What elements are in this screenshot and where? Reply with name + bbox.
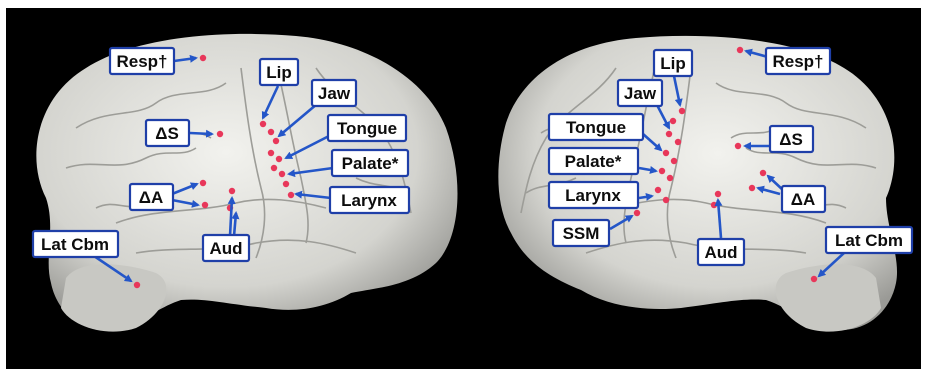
right-dot-lip xyxy=(679,108,685,114)
left-label-resp-text: Resp† xyxy=(116,52,167,71)
left-label-delta-s: ΔS xyxy=(146,120,189,146)
right-dot-resp xyxy=(737,47,743,53)
left-arrow-delta-s xyxy=(190,133,212,134)
right-label-lat-cbm-text: Lat Cbm xyxy=(835,231,903,250)
left-dot-palate-2 xyxy=(279,171,285,177)
figure-frame: Resp† Lip Jaw Tongue Palate* Larynx ΔS xyxy=(6,8,921,369)
left-label-aud-text: Aud xyxy=(209,239,242,258)
right-label-jaw: Jaw xyxy=(618,80,662,106)
right-dot-tongue-2 xyxy=(671,158,677,164)
left-dot-aud xyxy=(229,188,235,194)
right-dot-aud xyxy=(715,191,721,197)
right-label-tongue: Tongue xyxy=(549,114,643,140)
left-label-aud: Aud xyxy=(203,235,249,261)
right-dot-palate xyxy=(659,168,665,174)
right-dot-tongue xyxy=(663,150,669,156)
left-dot-tongue-2 xyxy=(276,156,282,162)
left-label-lat-cbm-text: Lat Cbm xyxy=(41,235,109,254)
right-label-tongue-text: Tongue xyxy=(566,118,626,137)
right-label-delta-s: ΔS xyxy=(770,126,813,152)
left-label-larynx-text: Larynx xyxy=(341,191,397,210)
left-label-lip-text: Lip xyxy=(266,63,292,82)
right-label-palate: Palate* xyxy=(549,148,638,174)
left-cerebellum xyxy=(61,264,166,331)
right-dot-jaw-2 xyxy=(675,139,681,145)
right-dot-palate-2 xyxy=(667,175,673,181)
right-label-ssm: SSM xyxy=(553,220,609,246)
left-dot-delta-a-2 xyxy=(202,202,208,208)
right-label-resp-text: Resp† xyxy=(772,52,823,71)
left-dot-delta-s xyxy=(217,131,223,137)
right-label-palate-text: Palate* xyxy=(565,152,622,171)
brain-figure: Resp† Lip Jaw Tongue Palate* Larynx ΔS xyxy=(6,8,921,369)
left-dot-lat-cbm xyxy=(134,282,140,288)
left-dot-jaw xyxy=(273,138,279,144)
right-dot-lip-2 xyxy=(670,118,676,124)
left-dot-larynx-2 xyxy=(288,192,294,198)
left-label-tongue-text: Tongue xyxy=(337,119,397,138)
left-label-delta-a-text: ΔA xyxy=(139,188,164,207)
right-cerebellum xyxy=(776,264,881,331)
left-dot-palate xyxy=(271,165,277,171)
left-label-resp: Resp† xyxy=(110,48,174,74)
left-dot-lip-2 xyxy=(268,129,274,135)
left-label-jaw-text: Jaw xyxy=(318,84,351,103)
left-label-palate: Palate* xyxy=(332,150,408,176)
left-label-jaw: Jaw xyxy=(312,80,356,106)
right-label-larynx-text: Larynx xyxy=(565,186,621,205)
right-dot-delta-a-2 xyxy=(749,185,755,191)
left-label-palate-text: Palate* xyxy=(342,154,399,173)
left-label-lat-cbm: Lat Cbm xyxy=(33,231,118,257)
right-label-jaw-text: Jaw xyxy=(624,84,657,103)
left-label-delta-a: ΔA xyxy=(130,184,173,210)
right-label-larynx: Larynx xyxy=(549,182,638,208)
right-dot-ssm xyxy=(634,210,640,216)
right-label-delta-a-text: ΔA xyxy=(791,190,816,209)
right-dot-aud-2 xyxy=(711,202,717,208)
right-label-lip: Lip xyxy=(654,50,692,76)
left-dot-resp xyxy=(200,55,206,61)
right-dot-jaw xyxy=(666,131,672,137)
left-hemisphere: Resp† Lip Jaw Tongue Palate* Larynx ΔS xyxy=(33,34,457,332)
right-label-delta-s-text: ΔS xyxy=(779,130,803,149)
right-dot-delta-a xyxy=(760,170,766,176)
left-label-tongue: Tongue xyxy=(328,115,406,141)
left-label-larynx: Larynx xyxy=(330,187,409,213)
right-label-aud: Aud xyxy=(698,239,744,265)
left-dot-larynx xyxy=(283,181,289,187)
left-dot-delta-a xyxy=(200,180,206,186)
right-label-aud-text: Aud xyxy=(704,243,737,262)
right-dot-delta-s xyxy=(735,143,741,149)
right-hemisphere: Resp† Lip Jaw Tongue Palate* Larynx SSM xyxy=(498,36,912,332)
left-label-delta-s-text: ΔS xyxy=(155,124,179,143)
right-label-lat-cbm: Lat Cbm xyxy=(826,227,912,253)
right-label-resp: Resp† xyxy=(766,48,830,74)
left-dot-lip xyxy=(260,121,266,127)
right-label-delta-a: ΔA xyxy=(782,186,825,212)
right-dot-lat-cbm xyxy=(811,276,817,282)
right-label-ssm-text: SSM xyxy=(563,224,600,243)
right-dot-larynx-2 xyxy=(663,197,669,203)
left-label-lip: Lip xyxy=(260,59,298,85)
left-dot-tongue xyxy=(268,150,274,156)
right-label-lip-text: Lip xyxy=(660,54,686,73)
right-dot-larynx xyxy=(655,187,661,193)
